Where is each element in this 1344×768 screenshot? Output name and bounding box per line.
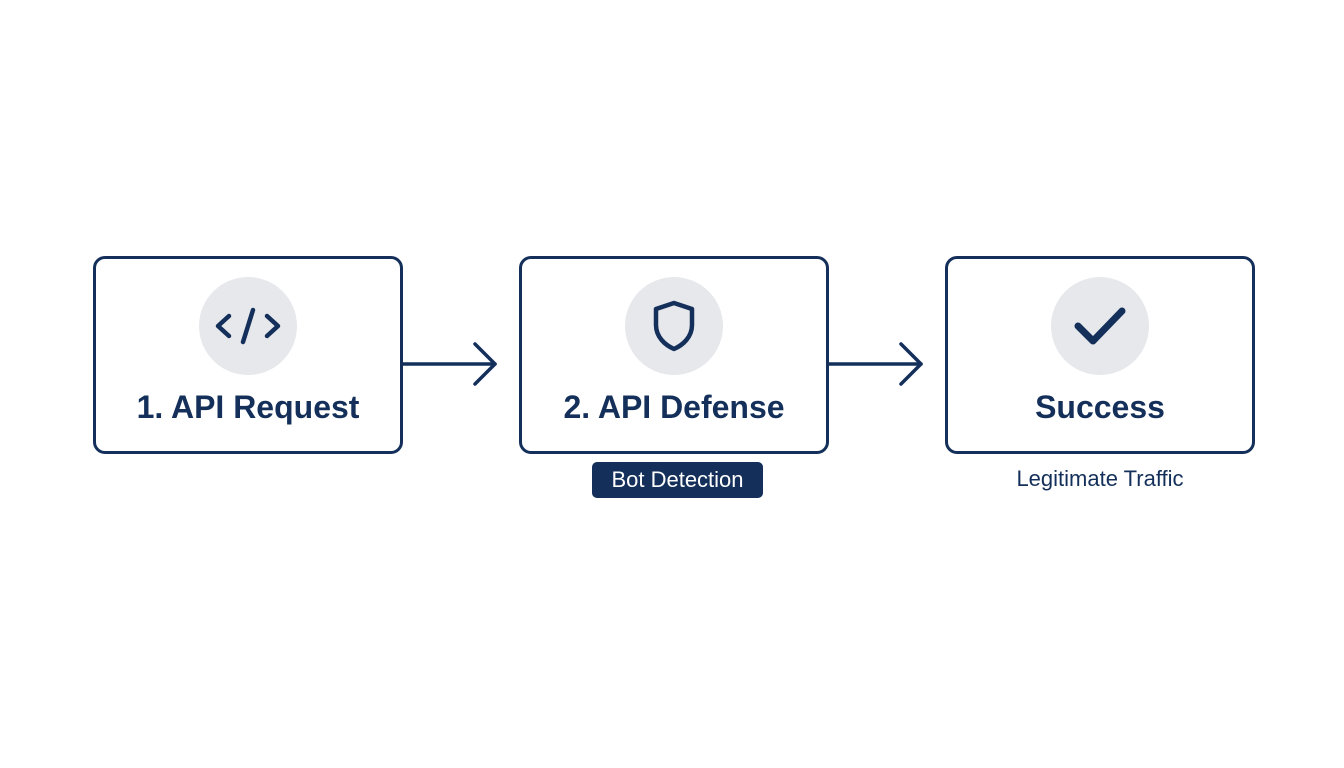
icon-circle	[1051, 277, 1149, 375]
shield-icon	[653, 300, 695, 352]
code-icon	[215, 307, 281, 345]
step-box-success: Success	[945, 256, 1255, 454]
icon-circle	[625, 277, 723, 375]
step-title: Success	[1035, 389, 1165, 425]
arrow-right-icon	[829, 342, 923, 386]
arrow-right-icon	[403, 342, 497, 386]
step-box-api-defense: 2. API Defense	[519, 256, 829, 454]
icon-circle	[199, 277, 297, 375]
checkmark-icon	[1074, 307, 1126, 345]
step-box-api-request: 1. API Request	[93, 256, 403, 454]
bot-detection-badge: Bot Detection	[592, 462, 763, 498]
legitimate-traffic-caption: Legitimate Traffic	[1016, 466, 1184, 491]
step-title: 1. API Request	[136, 389, 360, 425]
step-title: 2. API Defense	[563, 389, 785, 425]
